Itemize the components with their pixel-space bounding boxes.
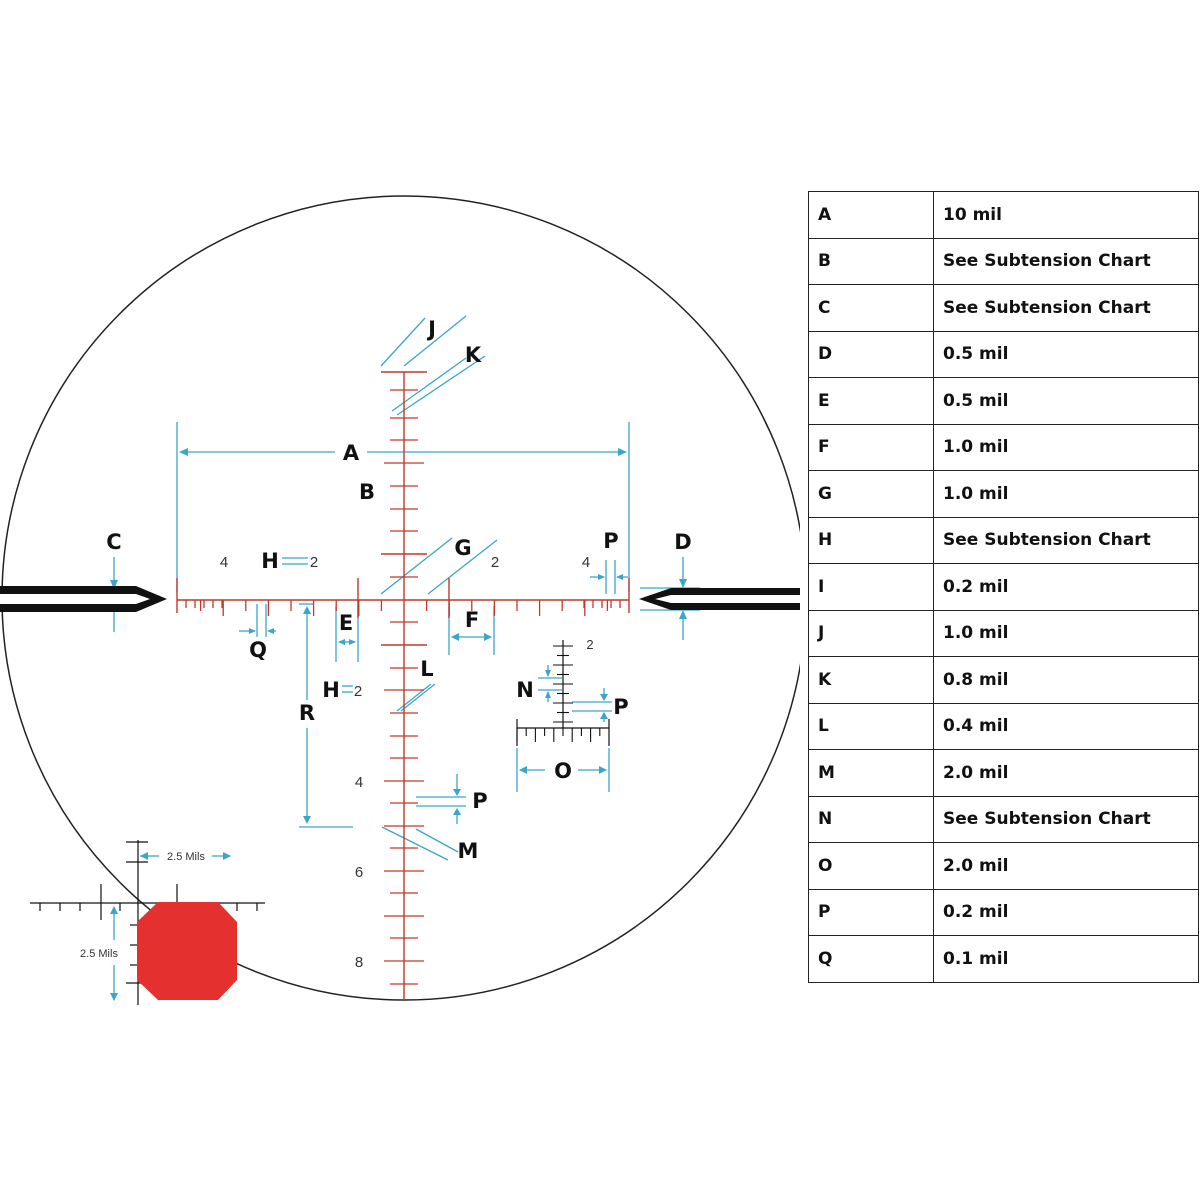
label-p-inner: P xyxy=(613,695,628,719)
label-l: L xyxy=(420,657,433,681)
table-cell-value: See Subtension Chart xyxy=(933,795,1199,843)
label-h-upper: H xyxy=(261,549,279,573)
left-post xyxy=(0,586,167,612)
table-cell-value: See Subtension Chart xyxy=(933,237,1199,285)
table-cell-letter: J xyxy=(808,609,934,657)
table-cell-letter: L xyxy=(808,702,934,750)
table-cell-value: See Subtension Chart xyxy=(933,284,1199,332)
label-h-lower: H xyxy=(322,678,340,702)
label-p-right: P xyxy=(603,529,618,553)
label-m: M xyxy=(458,839,479,863)
letter-labels: A B C D E F G H H J K L M N O P P P Q R xyxy=(106,317,691,863)
num-4-left: 4 xyxy=(220,554,228,571)
table-cell-letter: E xyxy=(808,377,934,425)
num-4-lower: 4 xyxy=(355,774,363,791)
table-cell-value: 1.0 mil xyxy=(933,609,1199,657)
table-cell-value: 0.4 mil xyxy=(933,702,1199,750)
label-n: N xyxy=(516,678,534,702)
table-cell-letter: K xyxy=(808,656,934,704)
table-cell-value: 0.1 mil xyxy=(933,935,1199,983)
label-e: E xyxy=(339,611,353,635)
label-f: F xyxy=(465,608,479,632)
table-cell-letter: D xyxy=(808,330,934,378)
reticle-numbers: 4 2 2 4 2 4 6 8 2 xyxy=(220,554,594,971)
label-j: J xyxy=(426,317,436,341)
horizontal-spacing-label: 2.5 Mils xyxy=(167,851,205,863)
num-2-left: 2 xyxy=(310,554,318,571)
table-cell-letter: Q xyxy=(808,935,934,983)
right-post xyxy=(639,588,800,610)
table-cell-value: 10 mil xyxy=(933,191,1199,239)
table-cell-letter: P xyxy=(808,888,934,936)
label-q: Q xyxy=(249,638,267,662)
table-cell-letter: A xyxy=(808,191,934,239)
reticle-diagram: 2.5 Mils 2.5 Mils 4 2 2 4 2 4 6 8 2 A B … xyxy=(0,195,800,1005)
table-cell-letter: M xyxy=(808,749,934,797)
holdover-inset: 2.5 Mils 2.5 Mils xyxy=(30,840,265,1005)
num-2-lower: 2 xyxy=(354,683,362,700)
label-d: D xyxy=(674,530,691,554)
label-k: K xyxy=(465,343,482,367)
table-cell-letter: C xyxy=(808,284,934,332)
table-cell-value: 0.5 mil xyxy=(933,377,1199,425)
table-cell-value: 0.2 mil xyxy=(933,888,1199,936)
reticle xyxy=(176,371,630,1000)
num-4-right: 4 xyxy=(582,554,590,571)
target-octagon xyxy=(137,902,237,1000)
dimension-lines xyxy=(110,315,700,861)
horizontal-stadia-ticks xyxy=(185,600,621,616)
table-cell-letter: G xyxy=(808,470,934,518)
table-cell-value: 0.2 mil xyxy=(933,563,1199,611)
table-cell-letter: I xyxy=(808,563,934,611)
vertical-spacing-label: 2.5 Mils xyxy=(80,948,118,960)
table-cell-value: 2.0 mil xyxy=(933,749,1199,797)
label-r: R xyxy=(299,701,315,725)
num-8-lower: 8 xyxy=(355,954,363,971)
table-cell-letter: H xyxy=(808,516,934,564)
table-cell-value: 0.5 mil xyxy=(933,330,1199,378)
label-b: B xyxy=(359,480,375,504)
label-o: O xyxy=(554,759,572,783)
label-c: C xyxy=(106,530,121,554)
vertical-stadia-ticks xyxy=(384,389,424,985)
table-cell-value: 2.0 mil xyxy=(933,842,1199,890)
table-cell-letter: O xyxy=(808,842,934,890)
table-cell-value: See Subtension Chart xyxy=(933,516,1199,564)
table-cell-letter: F xyxy=(808,423,934,471)
num-6-lower: 6 xyxy=(355,864,363,881)
tree-ticks xyxy=(516,645,601,742)
table-cell-value: 1.0 mil xyxy=(933,470,1199,518)
table-cell-letter: B xyxy=(808,237,934,285)
table-cell-letter: N xyxy=(808,795,934,843)
label-p-lower: P xyxy=(472,789,487,813)
num-2-right: 2 xyxy=(491,554,499,571)
label-g: G xyxy=(454,536,471,560)
table-cell-value: 0.8 mil xyxy=(933,656,1199,704)
table-cell-value: 1.0 mil xyxy=(933,423,1199,471)
label-a: A xyxy=(343,441,360,465)
num-2-tree: 2 xyxy=(586,637,593,652)
